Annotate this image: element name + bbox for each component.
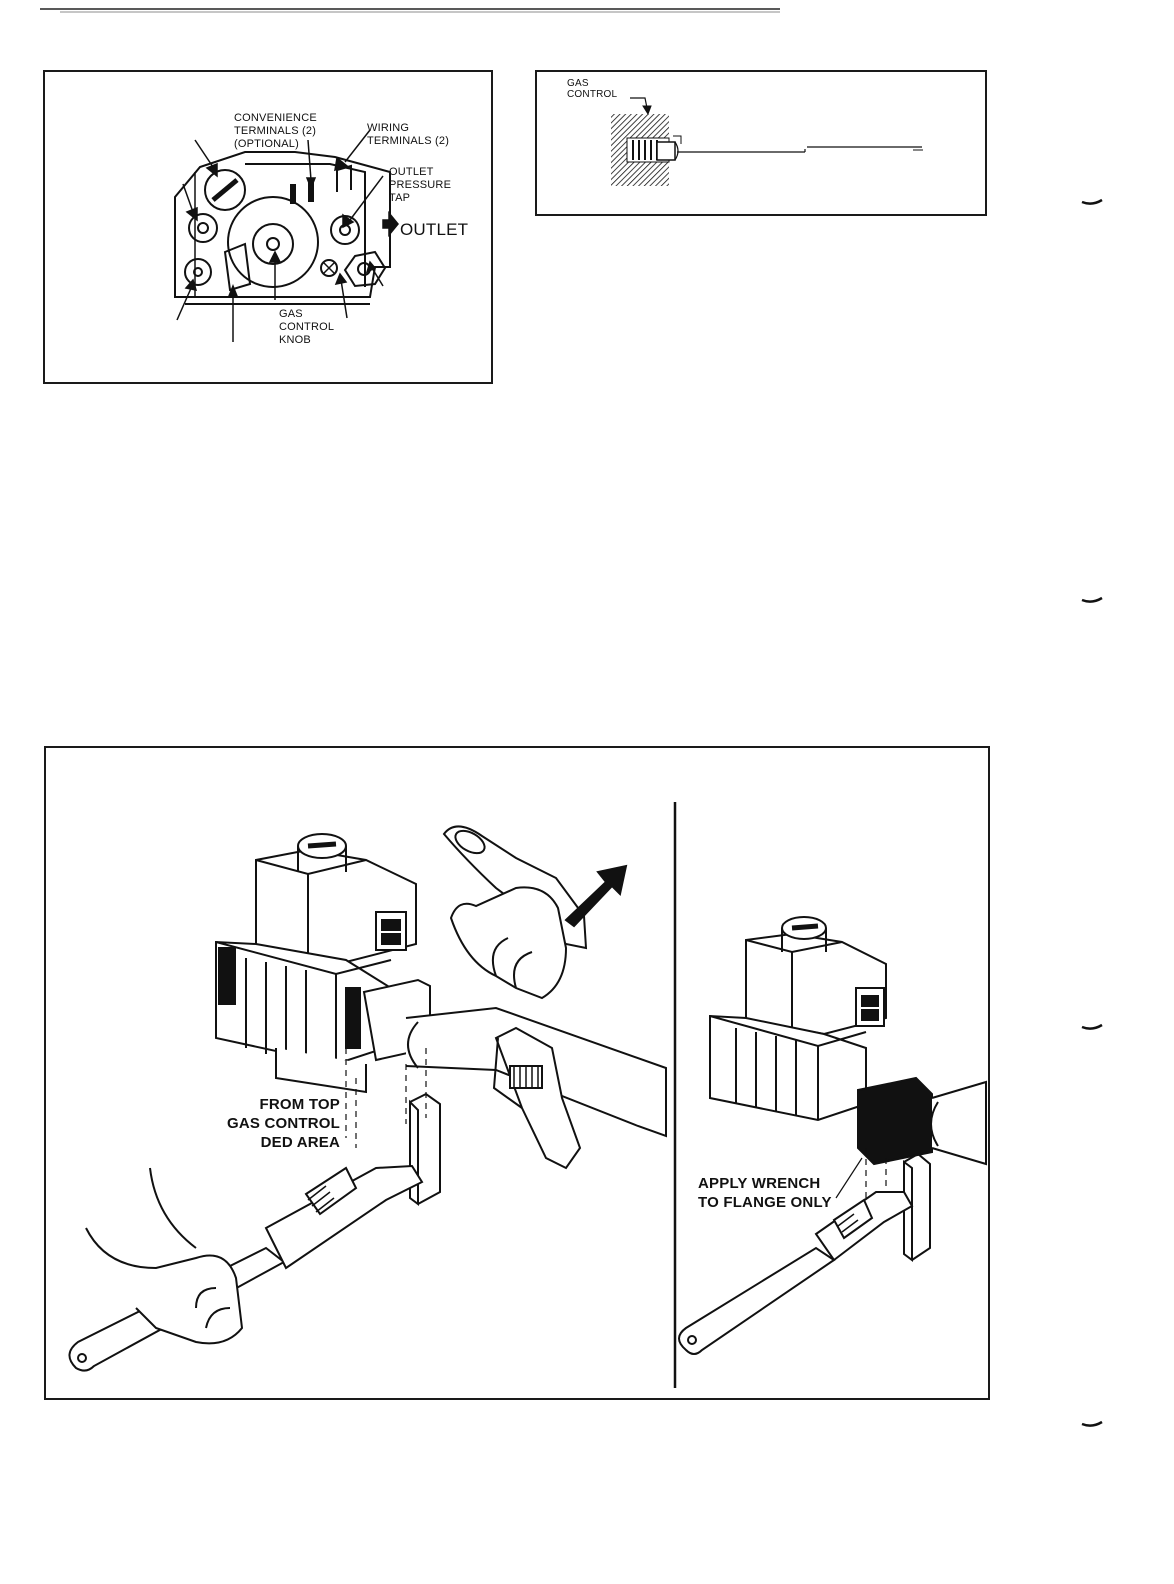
convenience-terminals-label: CONVENIENCE TERMINALS (2) (OPTIONAL)	[234, 112, 317, 151]
left-panel-art	[69, 826, 666, 1370]
from-top-gas-control-label: FROM TOP GAS CONTROL DED AREA	[220, 1095, 340, 1152]
outlet-label: OUTLET	[400, 223, 468, 236]
wiring-terminals-label: WIRING TERMINALS (2)	[367, 122, 449, 148]
outlet-pressure-tap-label: OUTLET PRESSURE TAP	[389, 166, 451, 205]
right-panel-art	[679, 917, 986, 1354]
gas-valve-top-view-figure: CONVENIENCE TERMINALS (2) (OPTIONAL) WIR…	[43, 70, 493, 384]
top-rule	[0, 0, 1174, 20]
pipe-thread-figure: GAS CONTROL	[535, 70, 987, 216]
wrench-installation-figure: FROM TOP GAS CONTROL DED AREA APPLY WREN…	[44, 746, 990, 1400]
wrench-installation-drawing	[46, 748, 992, 1402]
gas-control-knob-label: GAS CONTROL KNOB	[279, 308, 334, 347]
gas-control-label: GAS CONTROL	[567, 78, 617, 100]
apply-wrench-to-flange-label: APPLY WRENCH TO FLANGE ONLY	[698, 1174, 832, 1212]
